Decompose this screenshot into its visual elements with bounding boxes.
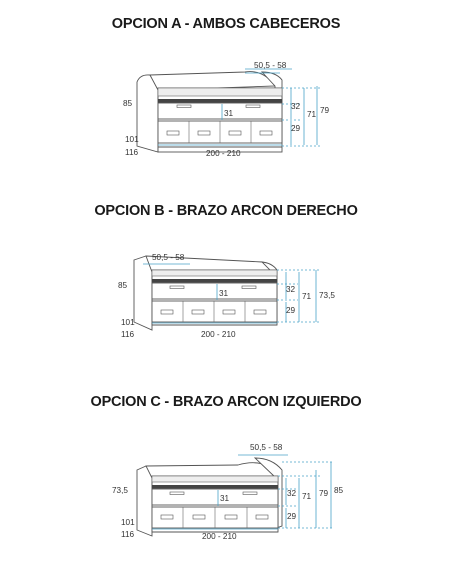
option-c-length-label: 200 - 210 [202, 532, 237, 541]
option-c-depth-bottom-1: 101 [121, 518, 135, 527]
option-a-side-height-label: 85 [123, 99, 133, 108]
option-a-depth-label: 50,5 - 58 [254, 61, 287, 70]
option-c-label-32: 32 [287, 489, 297, 498]
option-a-label-71: 71 [307, 110, 317, 119]
option-b-label-32: 32 [286, 285, 296, 294]
option-b-side-height-label: 85 [118, 281, 128, 290]
option-b-depth-bottom-1: 101 [121, 318, 135, 327]
option-b-label-71: 71 [302, 292, 312, 301]
option-c-label-71: 71 [302, 492, 312, 501]
option-a-depth-bottom-2: 116 [125, 148, 138, 157]
option-a-depth-bottom-1: 101 [125, 135, 139, 144]
option-c-label-29: 29 [287, 512, 297, 521]
option-b-label-29: 29 [286, 306, 296, 315]
option-c-title: OPCION C - BRAZO ARCON IZQUIERDO [90, 394, 362, 410]
option-a-length-label: 200 - 210 [206, 149, 241, 158]
option-c-label-85: 85 [334, 486, 344, 495]
diagram-option-a [136, 68, 320, 153]
option-c-drawer-label: 31 [220, 494, 230, 503]
diagram-option-b [133, 255, 320, 331]
option-a-label-79: 79 [320, 106, 330, 115]
option-a-title: OPCION A - AMBOS CABECEROS [111, 16, 341, 32]
option-c-depth-bottom-2: 116 [121, 530, 134, 539]
option-c-label-79: 79 [319, 489, 329, 498]
diagram-option-c [136, 454, 334, 537]
option-c-depth-label: 50,5 - 58 [250, 443, 283, 452]
option-b-length-label: 200 - 210 [201, 330, 236, 339]
option-a-drawer-label: 31 [224, 109, 234, 118]
option-b-label-73-5: 73,5 [319, 291, 335, 300]
option-b-depth-bottom-2: 116 [121, 330, 134, 339]
option-b-drawer-label: 31 [219, 289, 229, 298]
option-c-side-height-label: 73,5 [112, 486, 128, 495]
option-a-label-29: 29 [291, 124, 301, 133]
option-b-title: OPCION B - BRAZO ARCON DERECHO [94, 203, 358, 219]
option-a-label-32: 32 [291, 102, 301, 111]
option-b-depth-label: 50,5 - 58 [152, 253, 185, 262]
